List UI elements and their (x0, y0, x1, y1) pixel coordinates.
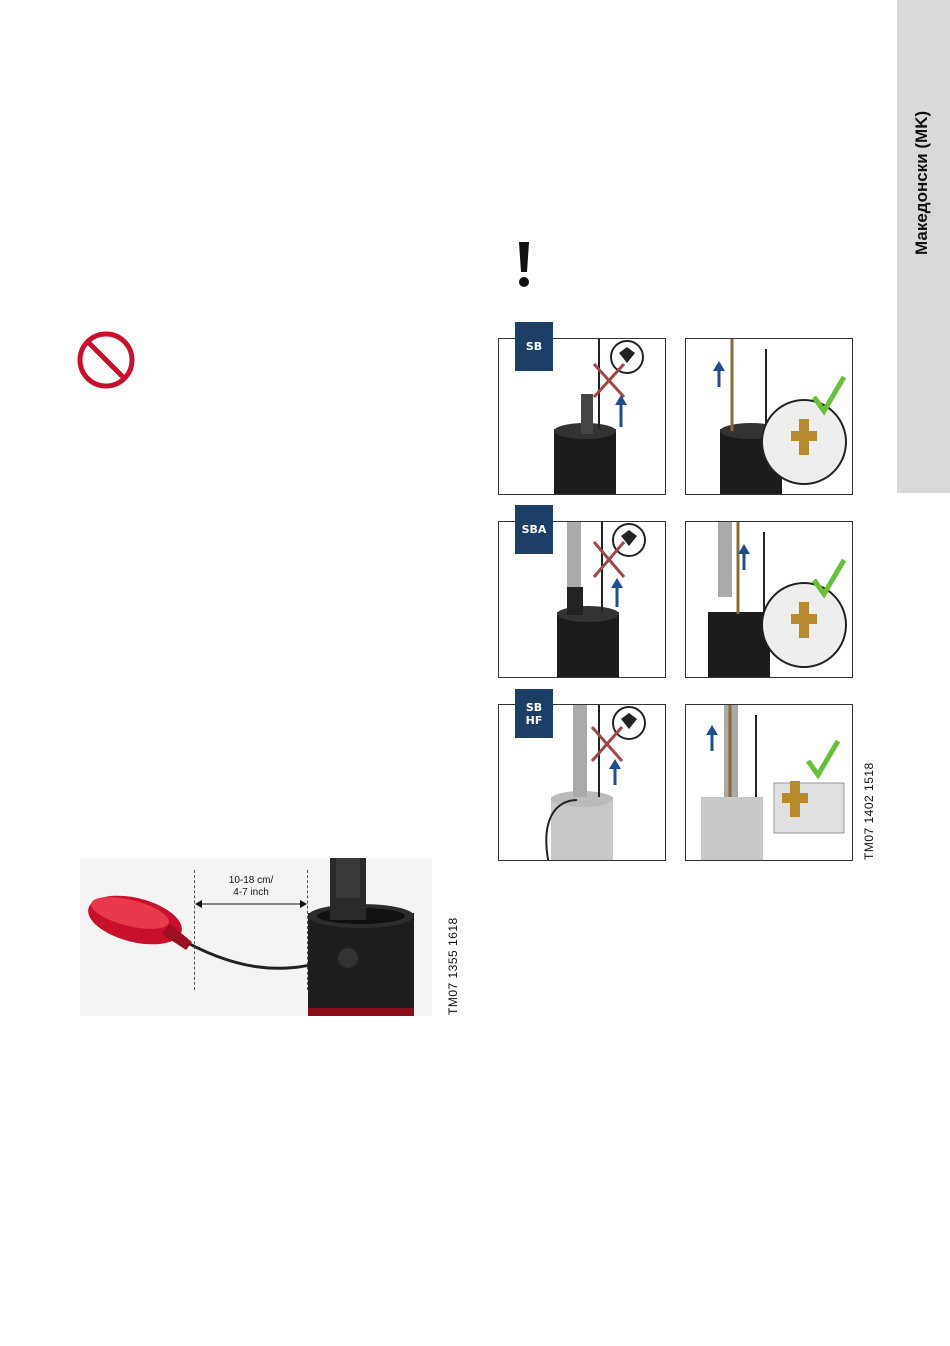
float-figure-code: TM07 1355 1618 (446, 917, 460, 1015)
arrow-up-icon (713, 361, 725, 387)
distance-guide-left (194, 870, 195, 990)
exclamation-icon (512, 240, 536, 290)
installation-figure-code: TM07 1402 1518 (862, 762, 876, 860)
arrow-up-icon (706, 725, 718, 751)
arrow-up-icon (611, 578, 623, 607)
correct-installation-panel-sbhf (685, 704, 853, 861)
distance-label: 10-18 cm/ 4-7 inch (206, 875, 296, 899)
distance-label-line2: 4-7 inch (206, 887, 296, 899)
model-label-sb-hf: SB HF (515, 689, 553, 738)
distance-label-line1: 10-18 cm/ (206, 875, 296, 887)
distance-arrow (194, 898, 308, 910)
float-switch-photo: 10-18 cm/ 4-7 inch (80, 858, 432, 1016)
arrow-up-icon (738, 544, 750, 570)
model-label-sba: SBA (515, 505, 553, 554)
check-icon (808, 741, 838, 775)
arrow-up-icon (609, 759, 621, 785)
check-icon (814, 560, 844, 594)
language-label: Македонски (MK) (912, 111, 932, 255)
correct-installation-panel-sb (685, 338, 853, 495)
arrow-up-icon (615, 395, 627, 427)
check-icon (814, 377, 844, 411)
distance-guide-right (307, 870, 308, 990)
cross-icon (592, 727, 622, 761)
cross-icon (594, 542, 624, 577)
correct-installation-panel-sba (685, 521, 853, 678)
prohibition-icon (76, 330, 136, 390)
model-label-sb: SB (515, 322, 553, 371)
